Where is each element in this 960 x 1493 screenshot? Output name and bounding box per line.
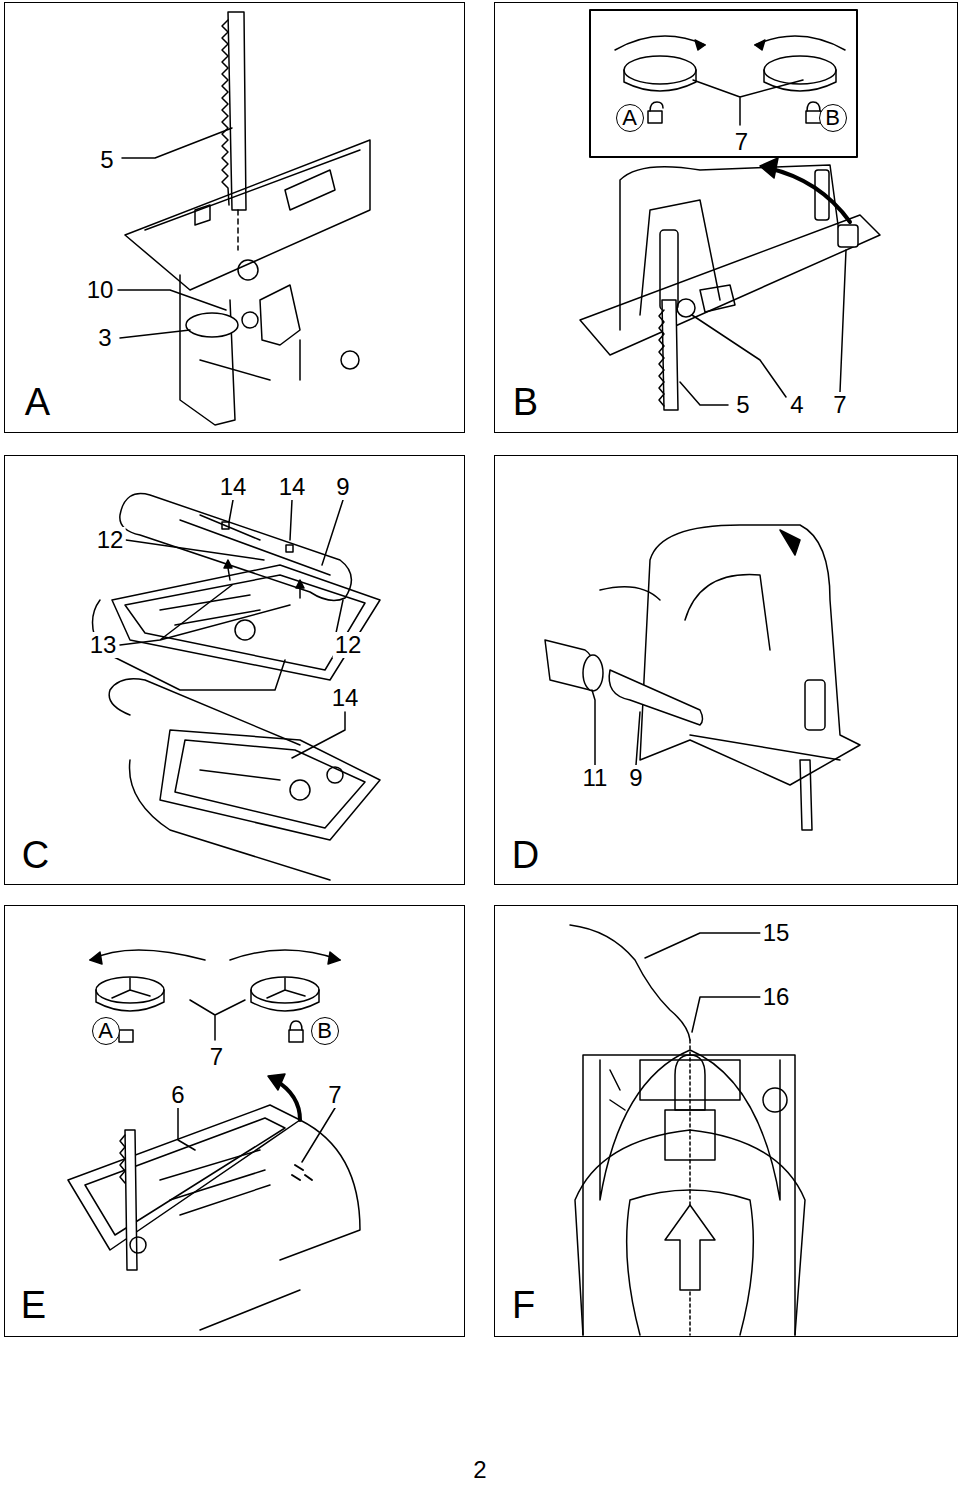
unlock-position: A [616, 104, 644, 132]
figure-panel: A [4, 2, 465, 433]
position-letter: B [317, 1020, 332, 1042]
figure-panel: B 7 A B [494, 2, 958, 433]
vacuum-connection-illustration [545, 525, 860, 830]
callout-number: 4 [788, 392, 805, 418]
callout-number: 16 [761, 984, 792, 1010]
figure-panel: D [494, 455, 958, 885]
callout-number: 7 [831, 392, 848, 418]
panel-letter: E [21, 1286, 46, 1324]
figure-panel: E 7 A B [4, 905, 465, 1337]
dust-adapter-illustration [93, 494, 381, 880]
callout-number: 9 [334, 474, 351, 500]
callout-number: 7 [735, 130, 748, 154]
callout-number: 12 [95, 527, 126, 553]
panel-letter: D [512, 836, 539, 874]
panel-letter: A [25, 383, 50, 421]
detail-inset: 7 A B [74, 929, 361, 1071]
callout-number: 12 [333, 632, 364, 658]
figure-panel: C [4, 455, 465, 885]
callout-number: 10 [85, 277, 116, 303]
figure-panel: F [494, 905, 958, 1337]
callout-number: 14 [277, 474, 308, 500]
blade-fitting-illustration [118, 12, 370, 425]
callout-number: 5 [734, 392, 751, 418]
callout-number: 15 [761, 920, 792, 946]
callout-number: 7 [326, 1082, 343, 1108]
callout-number: 5 [98, 147, 115, 173]
detail-inset: 7 A B [591, 11, 858, 158]
callout-number: 13 [88, 632, 119, 658]
lock-position: B [819, 104, 847, 132]
scroll-cut-illustration [570, 925, 805, 1335]
panel-letter: F [512, 1286, 535, 1324]
callout-number: 14 [330, 685, 361, 711]
page-number: 2 [471, 1457, 488, 1483]
position-letter: A [98, 1020, 113, 1042]
blade-locking-illustration [580, 10, 880, 410]
callout-number: 6 [169, 1082, 186, 1108]
callout-number: 9 [627, 765, 644, 791]
callout-number: 14 [218, 474, 249, 500]
callout-number: 3 [96, 325, 113, 351]
panel-letter: C [22, 836, 49, 874]
callout-number: 11 [581, 765, 610, 791]
position-letter: A [622, 107, 637, 129]
position-letter: B [825, 107, 840, 129]
panel-letter: B [513, 383, 538, 421]
bevel-base-illustration [68, 950, 360, 1330]
callout-number: 7 [210, 1045, 223, 1069]
unlock-position: A [92, 1017, 120, 1045]
lock-position: B [311, 1017, 339, 1045]
